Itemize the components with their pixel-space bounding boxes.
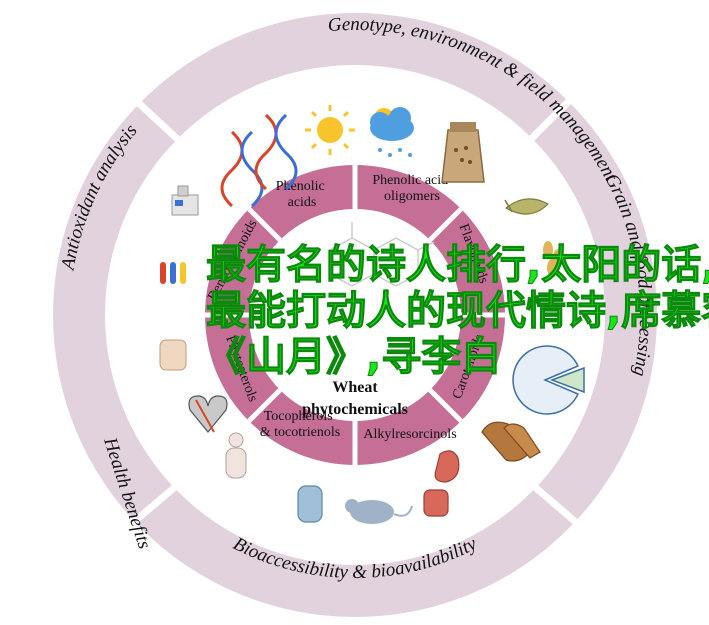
heart-icon [188,395,228,433]
center-title-line2: phytochemicals [302,401,408,418]
wheat-icon [543,241,563,277]
mouse-icon [345,499,413,524]
inner-ring-dividers [205,165,505,465]
dna-icon-2 [254,113,298,191]
test-tubes-icon [160,262,186,284]
center-circle [249,209,461,421]
inner-label-oligomers: Phenolic acid oligomers [372,173,451,204]
intestine-icon [423,489,449,517]
sun-icon [305,105,355,155]
bread-icon [481,421,541,462]
lab-instrument-icon [171,185,199,216]
bone-icon [159,339,187,371]
molecule-sketch [329,222,435,287]
seed-bag-icon [441,122,485,183]
human-body-icon [225,432,247,479]
digestive-system-icon [297,485,323,523]
rain-cloud-icon [370,107,414,157]
inner-label-tocopherols: Tocopherols & tocotrienols [260,409,341,440]
pod-icon [504,198,549,215]
pie-chart-icon [512,345,585,415]
inner-label-alkylresorcinols: Alkylresorcinols [363,427,456,442]
center-title-line1: Wheat [332,379,378,396]
inner-label-phenolic-acids: Phenolic acids [276,179,329,210]
stomach-icon [434,450,460,483]
dna-icon [220,130,264,208]
